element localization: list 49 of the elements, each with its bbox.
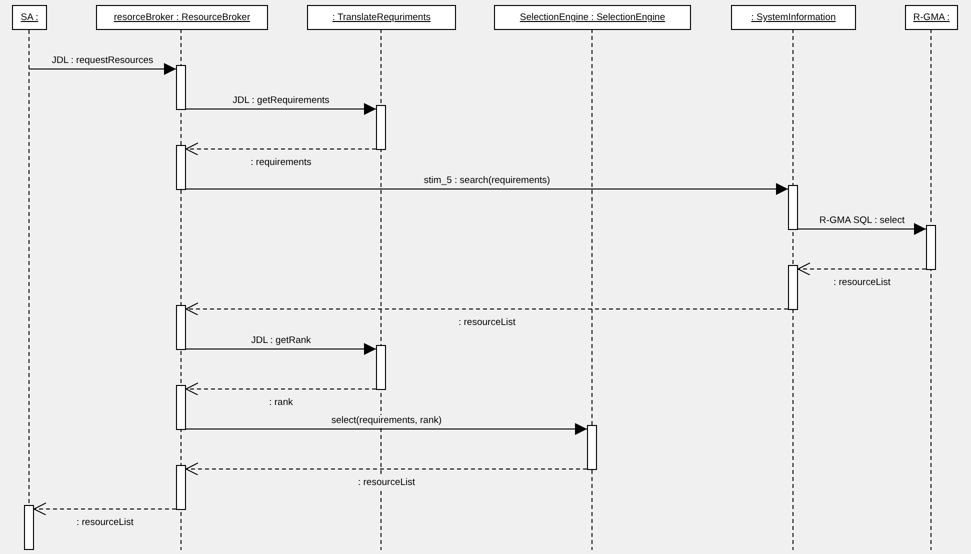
activation-bar — [788, 185, 798, 230]
message-label: : resourceList — [75, 517, 135, 528]
message-label: : resourceList — [356, 477, 416, 488]
message-label: : resourceList — [832, 277, 892, 288]
object-name: resorceBroker : ResourceBroker — [114, 12, 250, 23]
message-arrow — [798, 223, 926, 235]
return-message-arrow — [186, 462, 588, 476]
object-name: : TranslateRequriments — [332, 12, 431, 23]
activation-bar — [926, 225, 936, 270]
object-name: R-GMA : — [913, 12, 950, 23]
message-label: JDL : getRank — [250, 335, 312, 346]
return-message-arrow — [186, 142, 376, 156]
message-arrow — [186, 183, 788, 195]
message-label: : resourceList — [457, 317, 517, 328]
return-message-arrow — [186, 302, 788, 316]
return-message-arrow — [798, 262, 926, 276]
message-label: : requirements — [250, 157, 312, 168]
activation-bar — [176, 65, 186, 110]
lifeline — [28, 30, 30, 506]
activation-bar — [176, 305, 186, 350]
object-name: SelectionEngine : SelectionEngine — [520, 12, 666, 23]
lifeline-header — [12, 5, 47, 30]
message-arrow — [28, 63, 176, 75]
message-label: stim_5 : search(requirements) — [422, 175, 552, 186]
message-label: select(requirements, rank) — [330, 415, 443, 426]
object-name: SA : — [20, 12, 38, 23]
activation-bar — [376, 345, 386, 390]
message-arrow — [186, 423, 588, 435]
lifeline-header — [731, 5, 856, 30]
message-arrow — [186, 343, 376, 355]
message-label: JDL : requestResources — [50, 55, 154, 66]
message-label: : rank — [268, 397, 294, 408]
activation-bar — [176, 385, 186, 430]
lifeline-header — [307, 5, 456, 30]
lifeline-header — [494, 5, 691, 30]
activation-bar — [788, 265, 798, 310]
message-label: JDL : getRequirements — [232, 95, 330, 106]
lifeline-header — [905, 5, 958, 30]
activation-bar — [176, 145, 186, 190]
activation-bar — [376, 105, 386, 150]
activation-bar — [176, 465, 186, 510]
lifeline-header — [96, 5, 268, 30]
return-message-arrow — [34, 502, 176, 516]
activation-bar — [587, 425, 597, 470]
return-message-arrow — [186, 382, 376, 396]
object-name: : SystemInformation — [751, 12, 836, 23]
message-arrow — [186, 103, 376, 115]
message-label: R-GMA SQL : select — [818, 215, 906, 226]
activation-bar — [24, 505, 34, 550]
